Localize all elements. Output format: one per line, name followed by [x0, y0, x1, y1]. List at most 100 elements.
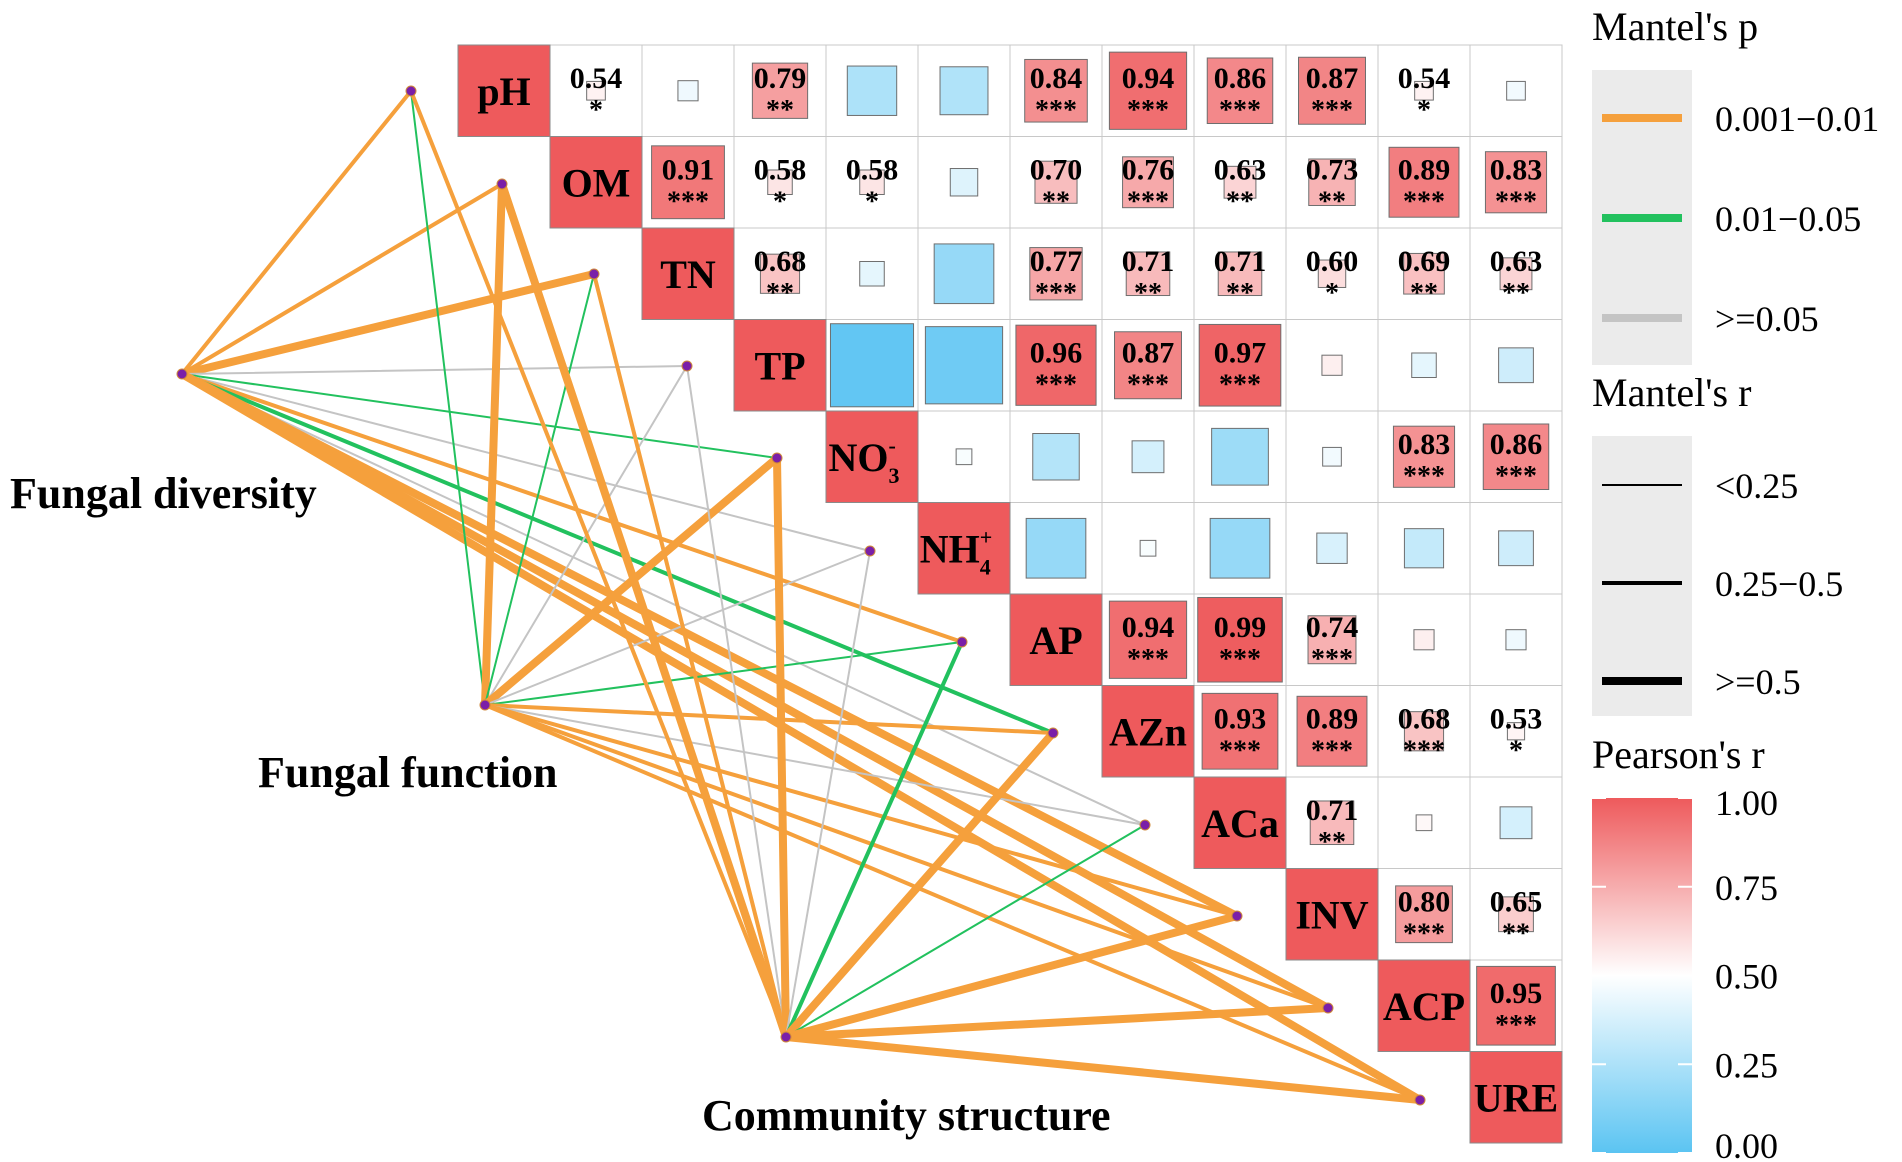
significance-stars: * [1509, 735, 1523, 766]
correlation-square [1139, 539, 1157, 557]
correlation-value: 0.86 [1490, 428, 1543, 461]
legend-label-mantel-p: 0.001−0.01 [1715, 99, 1879, 139]
correlation-square [651, 145, 725, 220]
diagonal-cell [1193, 776, 1287, 869]
significance-stars: * [1417, 95, 1431, 126]
correlation-value: 0.71 [1122, 245, 1175, 278]
significance-stars: *** [1127, 369, 1169, 400]
significance-stars: *** [1495, 461, 1537, 492]
significance-stars: *** [1035, 278, 1077, 309]
correlation-value: 0.91 [662, 153, 715, 186]
correlation-value: 0.97 [1214, 336, 1267, 369]
significance-stars: *** [1311, 735, 1353, 766]
correlation-square [1413, 629, 1435, 651]
correlation-value: 0.96 [1030, 336, 1083, 369]
colorbar-tick-label: 0.50 [1715, 957, 1778, 997]
correlation-value: 0.87 [1122, 336, 1175, 369]
correlation-value: 0.77 [1030, 245, 1083, 278]
variable-label: AZn [1109, 709, 1187, 754]
correlation-square [1392, 425, 1456, 488]
significance-stars: *** [1219, 644, 1261, 675]
mantel-link [483, 703, 1239, 918]
significance-stars: ** [766, 278, 794, 309]
correlation-square [1476, 965, 1556, 1046]
mantel-link [481, 180, 506, 709]
correlation-value: 0.68 [1398, 702, 1451, 735]
correlation-value: 0.71 [1306, 794, 1359, 827]
variable-node [1322, 1002, 1334, 1014]
correlation-square [1415, 814, 1433, 832]
mantel-link [784, 640, 964, 1039]
significance-stars: ** [1134, 278, 1162, 309]
correlation-value: 0.93 [1214, 702, 1267, 735]
correlation-square [829, 323, 915, 408]
mantel-link [484, 550, 871, 706]
variable-label: pH [477, 69, 530, 114]
correlation-square [1223, 165, 1257, 199]
mantel-link [181, 373, 778, 459]
correlation-square [933, 243, 995, 305]
correlation-value: 0.68 [754, 245, 807, 278]
variable-label: URE [1474, 1075, 1558, 1120]
diagonal-cell [917, 502, 1011, 595]
correlation-square [1505, 629, 1527, 651]
correlation-square [1217, 251, 1263, 297]
correlation-square [586, 80, 606, 101]
legend: Mantel's p0.001−0.010.01−0.05>=0.05Mante… [1592, 4, 1879, 1162]
colorbar-tick-label: 1.00 [1715, 783, 1778, 823]
correlation-value: 0.84 [1030, 62, 1083, 95]
legend-label-mantel-r: <0.25 [1715, 466, 1798, 506]
correlation-square [1296, 695, 1368, 767]
correlation-value: 0.63 [1490, 245, 1543, 278]
diagonal-cell [1101, 685, 1195, 778]
correlation-value: 0.80 [1398, 885, 1451, 918]
correlation-square [1206, 57, 1274, 125]
mantel-link [181, 373, 871, 552]
correlation-value: 0.54 [570, 62, 623, 95]
correlation-square [1498, 347, 1534, 384]
correlation-value: 0.71 [1214, 245, 1267, 278]
significance-stars: ** [766, 95, 794, 126]
correlation-square [1498, 530, 1534, 567]
correlation-value: 0.63 [1214, 153, 1267, 186]
hub-node [176, 368, 188, 380]
significance-stars: *** [1127, 95, 1169, 126]
significance-stars: *** [1403, 461, 1445, 492]
correlation-square [1482, 423, 1550, 491]
correlation-square [751, 62, 809, 119]
correlation-square [1125, 251, 1171, 297]
correlation-square [1122, 156, 1174, 209]
correlation-value: 0.73 [1306, 153, 1359, 186]
correlation-square [1308, 158, 1356, 206]
variable-label: ACa [1201, 801, 1279, 846]
significance-stars: * [773, 186, 787, 217]
significance-stars: ** [1502, 278, 1530, 309]
correlation-grid: pHOMTNTPNO3-NH4+APAZnACaINVACPURE0.54*0.… [457, 44, 1563, 1144]
correlation-value: 0.94 [1122, 62, 1175, 95]
legend-label-mantel-p: >=0.05 [1715, 299, 1819, 339]
significance-stars: *** [667, 186, 709, 217]
variable-node [864, 545, 876, 557]
significance-stars: * [1325, 278, 1339, 309]
mantel-link [782, 729, 1057, 1041]
correlation-value: 0.94 [1122, 611, 1175, 644]
hub-label-structure: Community structure [702, 1091, 1111, 1140]
significance-stars: *** [1035, 95, 1077, 126]
correlation-square [1209, 517, 1271, 579]
hub-node [479, 699, 491, 711]
significance-stars: ** [1318, 827, 1346, 858]
correlation-value: 0.60 [1306, 245, 1359, 278]
correlation-square [1197, 596, 1283, 683]
significance-stars: * [865, 186, 879, 217]
variable-node [405, 85, 417, 97]
variable-label: NH4+ [920, 524, 993, 579]
diagonal-cell [641, 227, 735, 320]
correlation-square [924, 326, 1004, 405]
legend-key-background [1592, 436, 1692, 716]
mantel-link [180, 372, 1055, 735]
colorbar-tick-label: 0.75 [1715, 868, 1778, 908]
legend-title-mantel-p: Mantel's p [1592, 4, 1758, 49]
correlation-square [1403, 711, 1445, 752]
